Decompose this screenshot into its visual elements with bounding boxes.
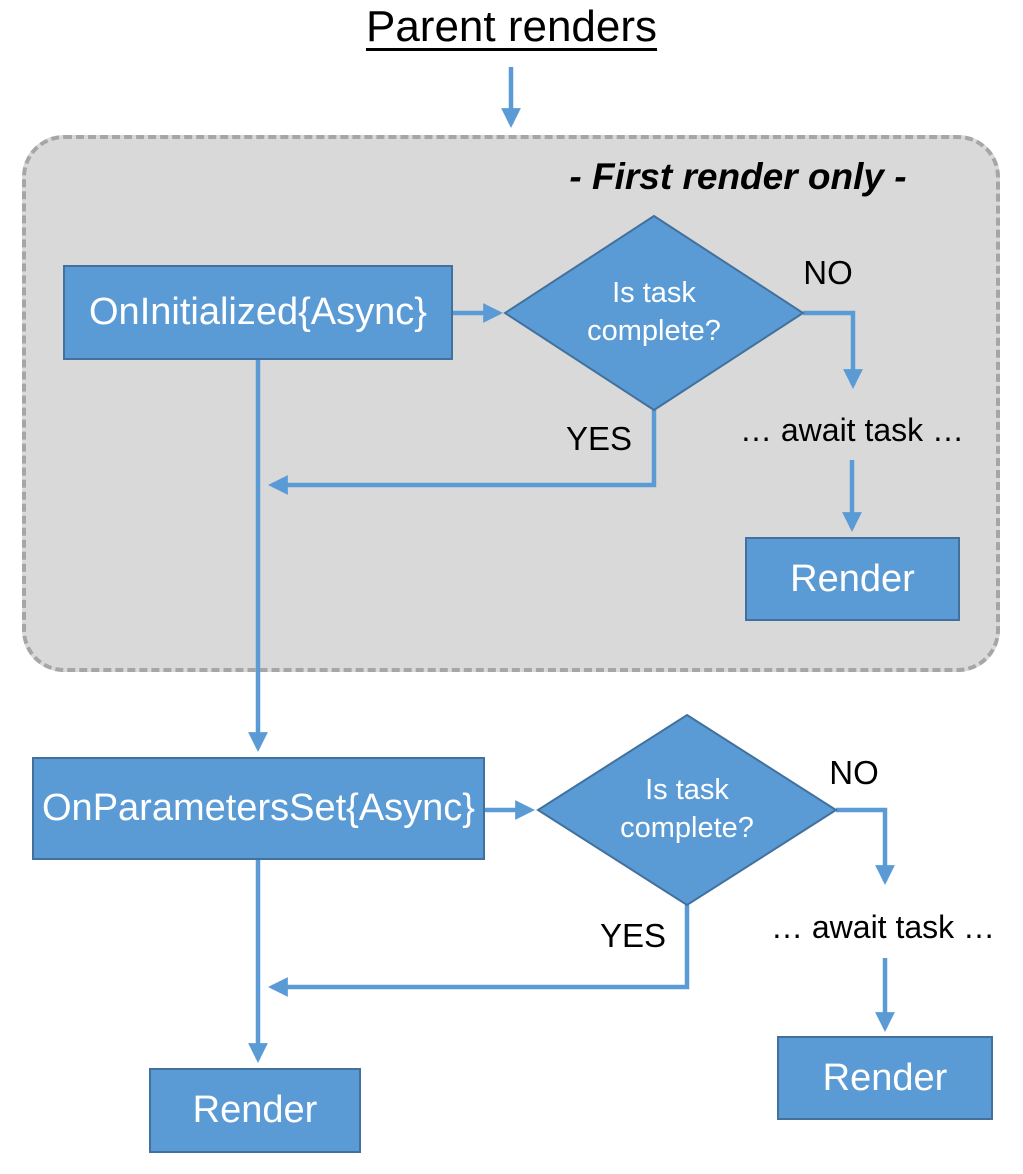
node-render-second: Render [777, 1036, 993, 1120]
node-on-parameters-set: OnParametersSet{Async} [32, 757, 485, 860]
edge-label-no-1: NO [803, 254, 853, 291]
edge-label-yes-1: YES [565, 420, 633, 457]
edge-label-no-2: NO [829, 754, 879, 791]
diagram-title: Parent renders [365, 2, 658, 51]
node-render-second-label: Render [822, 1056, 948, 1099]
node-render-first: Render [745, 537, 960, 621]
first-render-group-label: - First render only - [569, 156, 907, 197]
node-render-third: Render [149, 1068, 361, 1153]
node-render-third-label: Render [192, 1089, 318, 1131]
edge-label-await-2: … await task … [770, 909, 996, 945]
node-render-first-label: Render [790, 557, 915, 600]
edge-decision2-no [836, 807, 895, 885]
edge-label-yes-2: YES [599, 917, 667, 954]
decision1-label: Is task complete? [587, 277, 721, 347]
node-on-initialized: OnInitialized{Async} [63, 265, 453, 360]
node-on-parameters-set-label: OnParametersSet{Async} [42, 787, 475, 829]
node-on-initialized-label: OnInitialized{Async} [89, 291, 427, 333]
edge-label-await-1: … await task … [739, 412, 965, 448]
decision2-label: Is task complete? [620, 774, 754, 844]
